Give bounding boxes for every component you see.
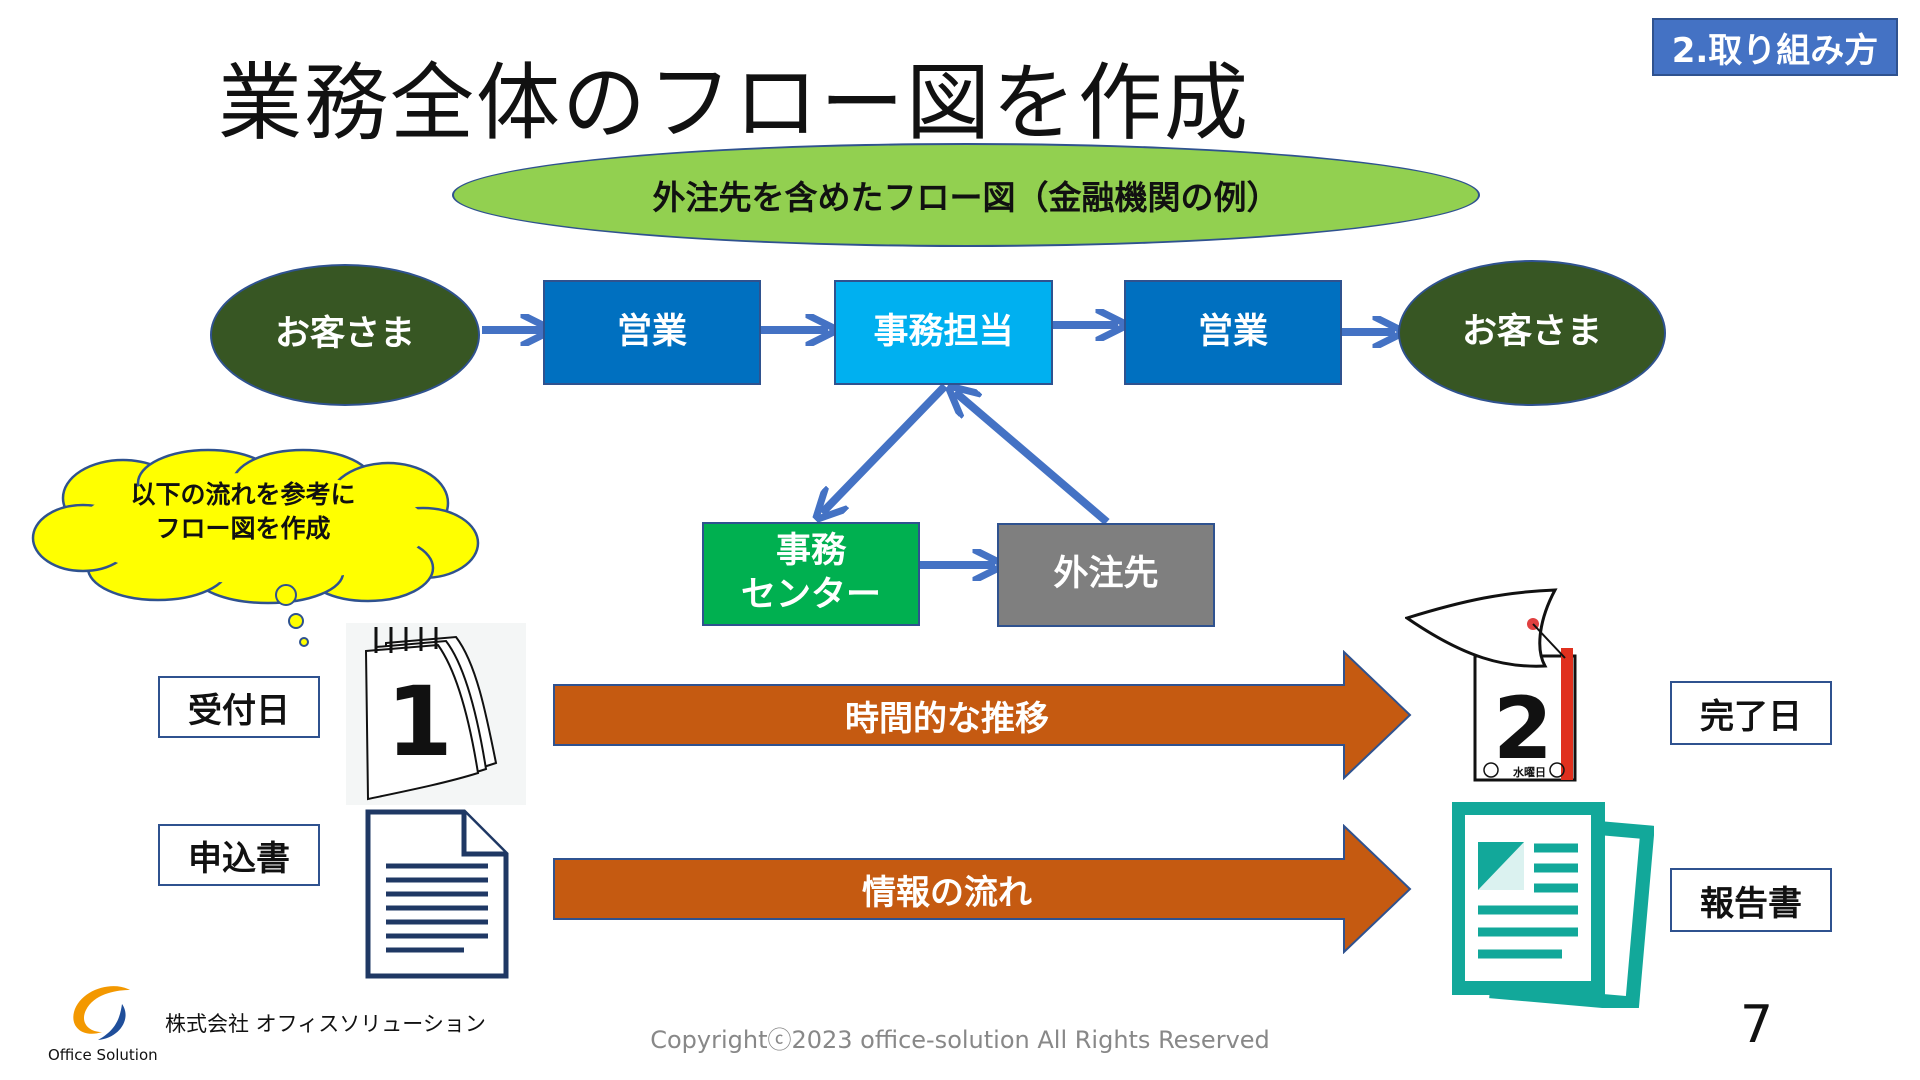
thought-cloud [31, 448, 480, 647]
calendar-end-caption: 水曜日 [1513, 765, 1546, 779]
application-form-label: 申込書 [158, 824, 320, 886]
cloud-note: 以下の流れを参考に フロー図を作成 [58, 478, 428, 546]
arrow-outsource-to-office [955, 392, 1110, 526]
outsource-node: 外注先 [997, 523, 1215, 627]
page-number: 7 [1740, 995, 1774, 1055]
copyright: Copyrightⓒ2023 office-solution All Right… [650, 1026, 1270, 1054]
logo-text: Office Solution [48, 1046, 158, 1064]
calendar-end-number: 2 [1493, 679, 1553, 779]
calendar-start-icon: 1 [346, 623, 526, 805]
calendar-start-number: 1 [386, 666, 453, 778]
report-icon [1452, 802, 1654, 1008]
company-logo-icon [73, 986, 130, 1040]
cloud-note-line1: 以下の流れを参考に [130, 480, 356, 509]
end-date-label: 完了日 [1670, 681, 1832, 745]
company-name: 株式会社 オフィスソリューション [165, 1012, 486, 1036]
report-label: 報告書 [1670, 868, 1832, 932]
document-icon [365, 809, 509, 979]
sales-left-node: 営業 [543, 280, 761, 385]
office-center-line2: センター [740, 575, 881, 615]
information-flow-label: 情報の流れ [862, 872, 1032, 913]
section-tag: 2.取り組み方 [1652, 18, 1898, 76]
page-title: 業務全体のフロー図を作成 [218, 54, 1251, 152]
cloud-note-line2: フロー図を作成 [155, 513, 331, 543]
start-date-label: 受付日 [158, 676, 320, 738]
customer-left-node: お客さま [210, 264, 480, 406]
arrow-office-to-center [822, 383, 948, 513]
time-progress-label: 時間的な推移 [845, 698, 1049, 739]
customer-right-node: お客さま [1398, 260, 1666, 406]
office-center-node: 事務 センター [702, 522, 920, 626]
subtitle-ellipse: 外注先を含めたフロー図（金融機関の例） [452, 143, 1480, 247]
time-progress-arrow [553, 650, 1412, 780]
office-staff-node: 事務担当 [834, 280, 1053, 385]
sales-right-node: 営業 [1124, 280, 1342, 385]
information-flow-arrow [553, 824, 1412, 954]
office-center-line1: 事務 [775, 531, 846, 572]
calendar-start-drawing: 1 [364, 627, 498, 801]
calendar-end-icon: 2 水曜日 [1405, 588, 1577, 782]
